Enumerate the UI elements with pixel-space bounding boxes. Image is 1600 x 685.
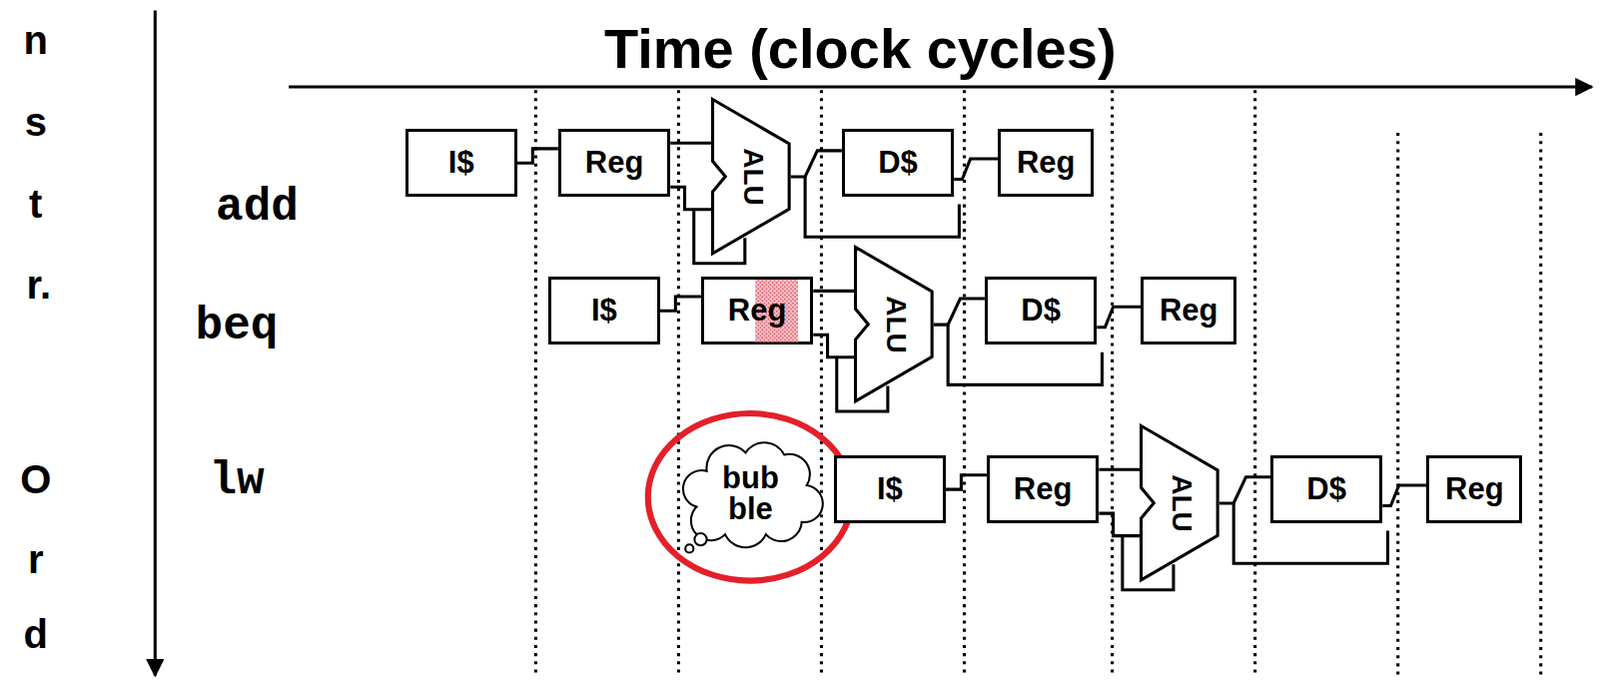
stage-label: Reg	[1159, 292, 1219, 329]
fetch-box: I$	[833, 455, 946, 524]
alu-outline	[855, 247, 933, 402]
clock-divider	[677, 89, 681, 676]
fetch-box: I$	[548, 276, 661, 345]
axis-letter: s	[24, 98, 47, 144]
alu-input-wire	[1098, 513, 1140, 537]
axis-title: Time (clock cycles)	[604, 15, 1117, 81]
alu-outline	[713, 99, 791, 254]
clock-dividers	[535, 89, 1541, 676]
data-cache-box: D$	[984, 276, 1097, 345]
instruction-name: beq	[195, 300, 279, 353]
register-box: Reg	[701, 276, 813, 345]
register-box: Reg	[1426, 455, 1523, 524]
datapath-wire	[670, 141, 712, 145]
time-axis	[288, 85, 1593, 89]
alu-input-wire	[812, 334, 854, 357]
bubble-cloud: bub ble	[676, 435, 824, 557]
clock-divider	[1253, 89, 1257, 676]
datapath-wire	[1096, 306, 1141, 327]
datapath-wire	[933, 298, 985, 325]
cloud-trail	[695, 533, 708, 546]
datapath-wire	[953, 158, 998, 179]
alu-input-wire	[670, 186, 712, 210]
register-box: Reg	[1140, 276, 1237, 345]
stage-label: I$	[876, 471, 903, 508]
register-box: Reg	[997, 128, 1094, 197]
register-box: Reg	[986, 455, 1099, 524]
alu-symbol: ALU	[1139, 424, 1220, 582]
axis-letter: d	[23, 612, 48, 658]
datapath-wire	[1098, 468, 1140, 472]
clock-divider	[534, 89, 538, 676]
highlight-circle	[648, 413, 852, 582]
clock-divider	[819, 89, 823, 676]
axis-letter: O	[19, 457, 51, 503]
order-axis	[153, 9, 157, 676]
data-cache-box: D$	[841, 128, 954, 197]
datapath-wire	[791, 150, 842, 177]
alu-symbol: ALU	[853, 245, 934, 403]
fetch-box: I$	[405, 128, 518, 197]
axis-letter: r	[27, 536, 44, 582]
stage-label: Reg	[1445, 471, 1505, 508]
bubble-label: bub ble	[710, 462, 791, 525]
datapath-wire	[1382, 485, 1427, 506]
datapath-wire	[812, 289, 854, 293]
axis-letter: t	[28, 181, 42, 227]
stage-label: I$	[591, 292, 618, 329]
stage-label: D$	[877, 144, 918, 181]
cloud-trail	[686, 545, 695, 554]
axis-letter: n	[23, 16, 48, 62]
stage-label: Reg	[1013, 471, 1073, 508]
instruction-name: lw	[208, 455, 264, 508]
register-box: Reg	[558, 128, 671, 197]
axis-letter: r.	[26, 262, 51, 308]
alu-symbol: ALU	[711, 97, 792, 255]
datapath-wire	[660, 296, 702, 311]
alu-label: ALU	[1165, 474, 1198, 533]
datapath-wire	[945, 475, 987, 490]
instruction-name: add	[215, 181, 299, 234]
stage-label: I$	[448, 144, 475, 181]
stage-label: D$	[1306, 471, 1347, 508]
alu-outline	[1141, 426, 1219, 581]
clock-divider	[1110, 89, 1114, 676]
datapath-wire	[1219, 477, 1271, 504]
alu-label: ALU	[879, 295, 912, 354]
cloud-outline	[683, 442, 823, 548]
datapath-wire	[517, 148, 559, 163]
data-cache-box: D$	[1270, 455, 1383, 524]
stage-label: Reg	[1016, 144, 1076, 181]
alu-label: ALU	[737, 147, 770, 206]
stage-label: Reg	[585, 144, 645, 181]
clock-divider	[1539, 132, 1543, 677]
stage-label: Reg	[728, 292, 788, 329]
clock-divider	[1396, 132, 1400, 677]
stage-label: D$	[1020, 292, 1061, 329]
